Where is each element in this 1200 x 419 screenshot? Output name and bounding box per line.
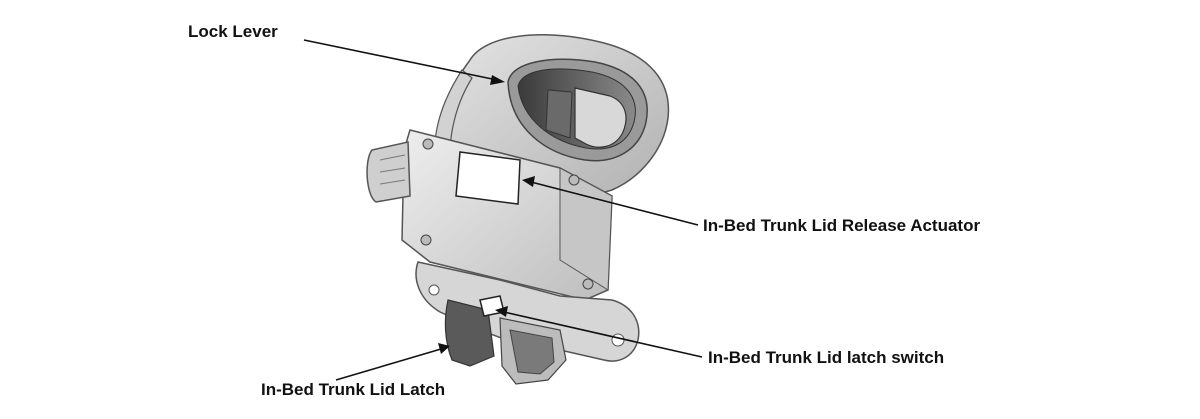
label-latch-switch: In-Bed Trunk Lid latch switch bbox=[708, 348, 945, 367]
arrowhead-actuator bbox=[522, 176, 535, 187]
leader-actuator bbox=[530, 181, 699, 226]
leader-switch bbox=[503, 311, 703, 358]
mount-hole bbox=[428, 284, 440, 296]
screw bbox=[582, 278, 594, 290]
connector bbox=[366, 141, 411, 203]
leader-lines bbox=[303, 39, 703, 381]
leader-lock-lever bbox=[303, 39, 498, 81]
screw bbox=[568, 174, 580, 186]
arrowhead-latch bbox=[438, 343, 450, 354]
mount-hole bbox=[611, 333, 625, 347]
label-lock-lever: Lock Lever bbox=[188, 22, 278, 41]
label-latch: In-Bed Trunk Lid Latch bbox=[261, 380, 446, 399]
label-release-actuator: In-Bed Trunk Lid Release Actuator bbox=[703, 216, 981, 235]
latch-plate bbox=[415, 261, 640, 362]
actuator-marker bbox=[455, 151, 521, 205]
lock-lever bbox=[574, 87, 627, 148]
screw bbox=[422, 138, 434, 150]
latch-hook bbox=[444, 299, 495, 367]
arrowhead-lock-lever bbox=[490, 75, 505, 85]
screw bbox=[420, 234, 432, 246]
arrowhead-switch bbox=[495, 306, 508, 317]
leader-latch bbox=[335, 348, 442, 381]
